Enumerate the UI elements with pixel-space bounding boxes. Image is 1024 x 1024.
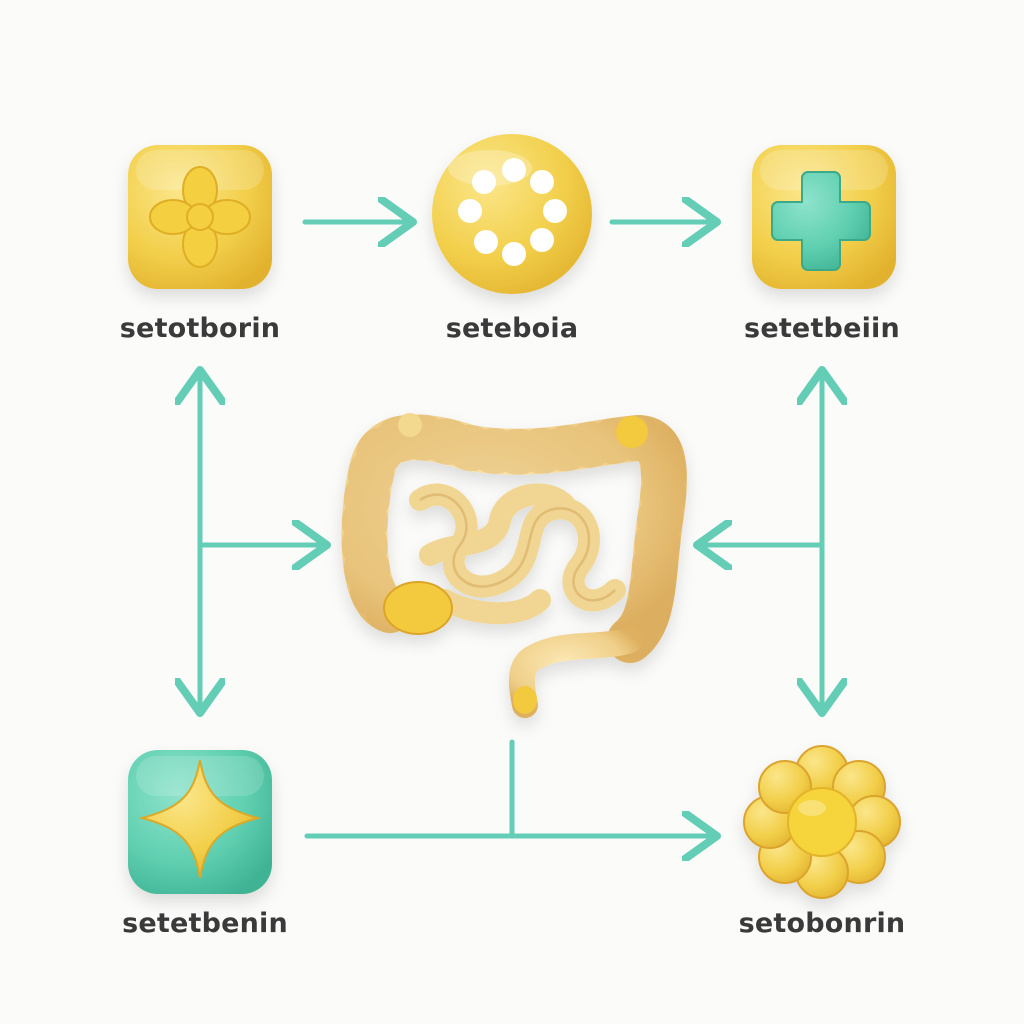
intestine-icon <box>341 413 687 718</box>
plus-flower-icon <box>128 145 272 289</box>
four-point-star-icon <box>128 750 272 894</box>
label-bottom-left: setetbenin <box>122 908 288 939</box>
flower-icon <box>743 745 901 899</box>
label-bottom-right: setobonrin <box>738 908 906 939</box>
label-top-left: setotborin <box>119 313 281 344</box>
plus-icon <box>752 145 896 289</box>
label-top-center: seteboia <box>445 313 579 344</box>
dotted-sphere-icon <box>432 134 592 294</box>
label-top-right: setetbeiin <box>744 313 900 344</box>
connectors <box>200 222 822 836</box>
